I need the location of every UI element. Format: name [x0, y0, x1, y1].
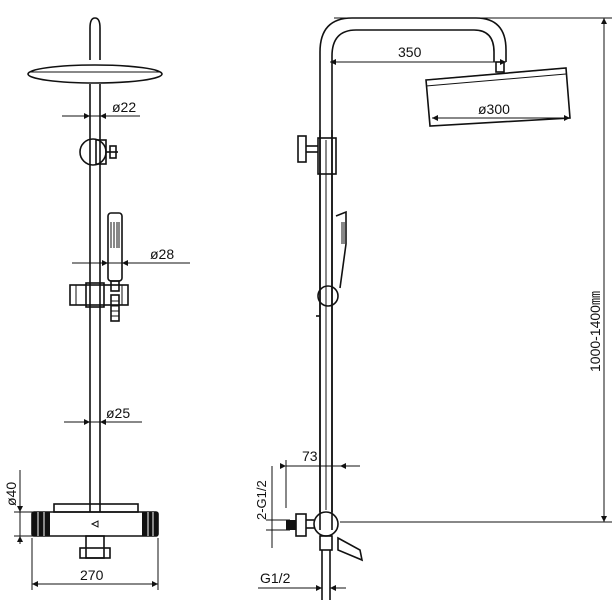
- side-arm-outer: [319, 17, 507, 512]
- front-slide-bracket: [69, 282, 129, 308]
- dim-arm-reach-label: 350: [398, 44, 422, 60]
- dim-inlets: 2-G1/2: [254, 466, 290, 548]
- front-shower-head: [27, 64, 163, 84]
- dim-outlet-label: G1/2: [260, 570, 291, 586]
- dim-wall-offset-label: 73: [302, 448, 318, 464]
- dim-height: 1000-1400㎜: [334, 17, 612, 523]
- dim-inlets-label: 2-G1/2: [254, 480, 269, 520]
- dim-mixer-body: ø40: [3, 470, 34, 544]
- dim-head-dia-label: ø300: [478, 101, 510, 117]
- dim-handset: ø28: [72, 246, 190, 266]
- dim-arm-reach: 350: [330, 44, 506, 65]
- dim-handset-label: ø28: [150, 246, 174, 262]
- side-arm-inner: [331, 29, 495, 512]
- dim-mixer-body-label: ø40: [3, 482, 19, 506]
- front-mixer: [31, 503, 159, 559]
- front-hand-shower: [107, 212, 123, 322]
- dim-head-pipe-label: ø22: [112, 99, 136, 115]
- dim-rail-label: ø25: [106, 405, 130, 421]
- front-head-neck: [89, 17, 101, 60]
- dim-rail: ø25: [64, 405, 142, 425]
- side-diverter-clamp: [297, 135, 337, 175]
- dim-mixer-width-label: 270: [80, 567, 104, 583]
- dim-height-label: 1000-1400㎜: [587, 291, 603, 372]
- dim-outlet: G1/2: [258, 570, 346, 591]
- front-view: ø22 ø28: [3, 17, 190, 590]
- dim-head-pipe: ø22: [62, 99, 140, 119]
- dim-mixer-width: 270: [31, 538, 159, 590]
- side-slide-bracket: [317, 285, 339, 307]
- front-diverter-clamp: [79, 138, 118, 166]
- dim-wall-offset: 73: [280, 448, 360, 508]
- side-hand-shower: [335, 210, 347, 289]
- dim-head-dia: ø300: [432, 101, 570, 121]
- side-view: 350 ø300: [254, 17, 612, 600]
- side-mixer: [286, 511, 364, 600]
